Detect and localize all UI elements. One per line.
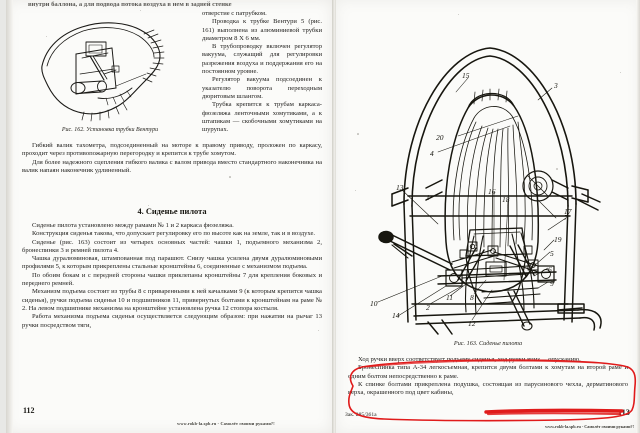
paragraph: В трубопроводку включен регулятор вакуум… (202, 43, 322, 76)
scan-speck (357, 133, 359, 135)
svg-text:4: 4 (430, 149, 434, 158)
svg-text:1: 1 (426, 193, 430, 202)
paragraph: Конструкция сиденья такова, что допускае… (32, 230, 316, 238)
right-page-edge (636, 0, 640, 433)
svg-text:14: 14 (392, 311, 400, 320)
left-page-edge (6, 0, 13, 433)
svg-text:11: 11 (446, 293, 453, 302)
paragraph-circled-underlined: К спинке болтами прикреплена подушка, со… (348, 380, 628, 397)
paragraph: Чашка дуралюминовая, штампованная под па… (22, 255, 322, 271)
svg-text:17: 17 (564, 207, 572, 216)
paragraph: Регулятор вакуума подсоединен к указател… (202, 76, 322, 100)
svg-text:12: 12 (468, 319, 476, 328)
left-page-cut-top-line: внутри баллона, а для подвода потока воз… (28, 1, 232, 7)
left-page-number: 112 (23, 406, 35, 415)
paragraph: Трубка крепится к трубам каркаса-фюзеляж… (202, 101, 322, 134)
paragraph-circled: Бронеспинка типа А-34 легкосъемная, креп… (348, 364, 628, 380)
pilot-seat-assembly-drawing: 15 3 20 4 13 1 16 18 17 7 19 5 6 9 10 14 (342, 4, 634, 336)
svg-text:16: 16 (488, 187, 496, 196)
left-page-wide-block: Гибкий валик тахометра, подсоединенный н… (22, 142, 322, 175)
scan-speck (556, 168, 559, 171)
scan-speck (229, 176, 231, 178)
venturi-tube-installation-drawing (20, 12, 190, 124)
left-page-footer-watermark: www.rokb-la.spb.ru - Самолёт своими рука… (177, 421, 275, 426)
left-page-right-column: отверстие с патрубком. Проводка к трубке… (202, 10, 322, 134)
right-page-body: Ход ручки вверх соответствует подъему си… (348, 356, 628, 397)
paragraph: Сиденье (рис. 163) состоит из четырех ос… (22, 238, 322, 254)
scan-speck (46, 36, 48, 38)
scan-speck (620, 72, 622, 74)
left-page-body: Сиденье пилота установлено между рамами … (22, 222, 322, 330)
svg-text:8: 8 (470, 293, 474, 302)
paragraph: Работа механизма подъема сиденья осущест… (22, 313, 322, 329)
right-page: 15 3 20 4 13 1 16 18 17 7 19 5 6 9 10 14 (336, 0, 640, 433)
figure-163-caption: Рис. 163. Сиденье пилота (453, 340, 523, 347)
scan-speck (318, 330, 320, 332)
scan-speck (458, 14, 460, 16)
figure-162-caption: Рис. 162. Установка трубки Вентури (61, 127, 159, 133)
svg-text:6: 6 (548, 265, 552, 274)
right-page-footer-watermark: www.rokb-la.spb.ru - Самолёт своими рука… (545, 424, 634, 429)
scan-speck (355, 190, 357, 192)
svg-text:10: 10 (370, 299, 378, 308)
paragraph: По обоим бокам и с передней стороны чашк… (22, 271, 322, 288)
scan-speck (148, 205, 150, 207)
right-page-number: 113 (617, 408, 630, 417)
paragraph: Гибкий валик тахометра, подсоединенный н… (22, 142, 322, 158)
svg-text:19: 19 (554, 235, 562, 244)
svg-text:15: 15 (462, 71, 470, 80)
svg-text:3: 3 (553, 81, 558, 90)
left-page: внутри баллона, а для подвода потока воз… (6, 0, 332, 433)
section-heading: 4. Сиденье пилота (137, 207, 207, 216)
paragraph: Ход ручки вверх соответствует подъему си… (358, 356, 581, 363)
paragraph: Сиденье пилота установлено между рамами … (32, 222, 234, 229)
print-order-number: Зак. 285/361а (345, 412, 377, 418)
svg-text:7: 7 (564, 213, 568, 222)
book-gutter (332, 0, 337, 433)
scan-speck (140, 10, 142, 12)
svg-text:9: 9 (550, 279, 554, 288)
paragraph: Для более надежного сцепления гибкого ва… (22, 158, 322, 174)
paragraph: Проводка к трубке Вентури 5 (рис. 161) в… (202, 18, 322, 42)
svg-text:20: 20 (436, 133, 444, 142)
svg-text:2: 2 (426, 303, 430, 312)
paragraph: Механизм подъема состоит из трубы 8 с пр… (22, 288, 322, 312)
svg-text:18: 18 (502, 195, 510, 204)
svg-text:5: 5 (550, 249, 554, 258)
svg-text:13: 13 (396, 183, 404, 192)
paragraph: отверстие с патрубком. (202, 10, 267, 17)
